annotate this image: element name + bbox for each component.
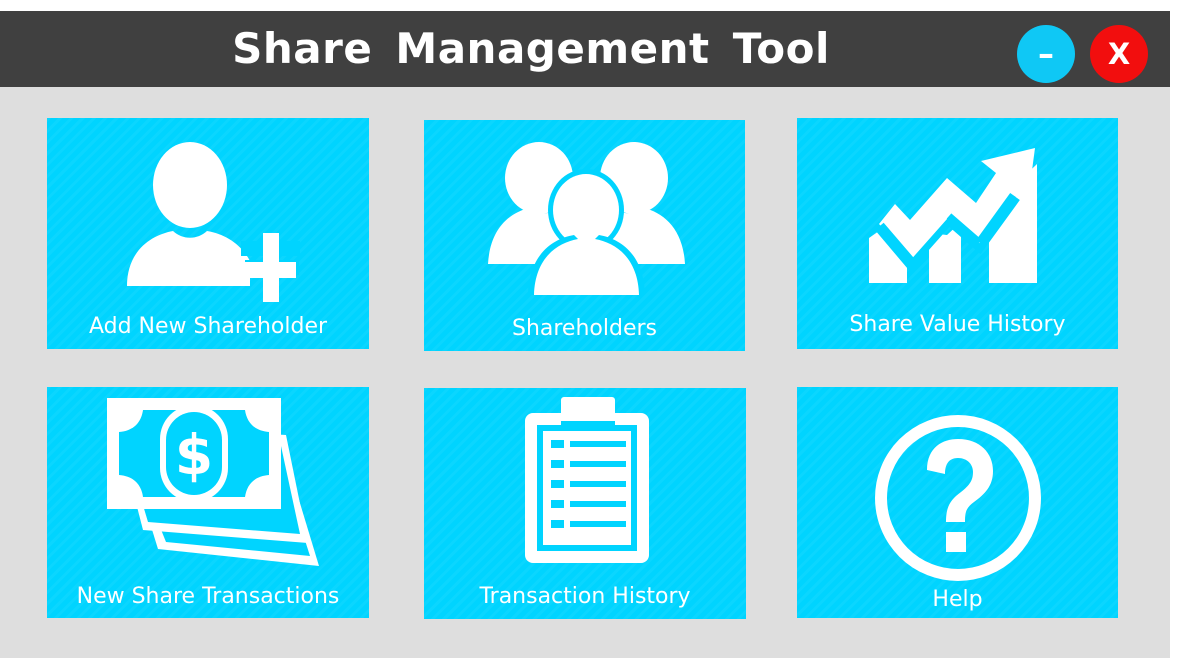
- add-user-icon: [127, 142, 300, 302]
- share-value-history-label: Share Value History: [849, 312, 1066, 337]
- app-title: Share Management Tool: [232, 24, 830, 73]
- shareholders-tile[interactable]: Shareholders: [424, 120, 745, 351]
- close-button[interactable]: X: [1090, 25, 1148, 83]
- shareholders-label: Shareholders: [511, 316, 657, 341]
- help-tile[interactable]: Help: [797, 387, 1118, 618]
- add-new-shareholder-label: Add New Shareholder: [88, 314, 328, 339]
- minimize-button[interactable]: –: [1017, 25, 1075, 83]
- new-share-transactions-label: New Share Transactions: [76, 584, 340, 609]
- new-share-transactions-tile[interactable]: $ New Share Transactions: [47, 387, 369, 618]
- svg-text:$: $: [175, 423, 213, 487]
- money-icon: $: [107, 398, 319, 566]
- question-circle-icon: [875, 415, 1041, 581]
- group-icon: [488, 142, 685, 295]
- transaction-history-label: Transaction History: [479, 584, 691, 609]
- title-bar: Share Management Tool – X: [0, 11, 1170, 87]
- chart-up-icon: [869, 148, 1037, 283]
- share-value-history-tile[interactable]: Share Value History: [797, 118, 1118, 349]
- clipboard-list-icon: [525, 397, 649, 563]
- close-label: X: [1107, 37, 1131, 71]
- help-label: Help: [932, 587, 983, 612]
- transaction-history-tile[interactable]: Transaction History: [424, 388, 746, 619]
- add-new-shareholder-tile[interactable]: Add New Shareholder: [47, 118, 369, 349]
- share-management-window: Share Management Tool – X Add New Shareh…: [0, 11, 1170, 658]
- minimize-label: –: [1038, 35, 1054, 73]
